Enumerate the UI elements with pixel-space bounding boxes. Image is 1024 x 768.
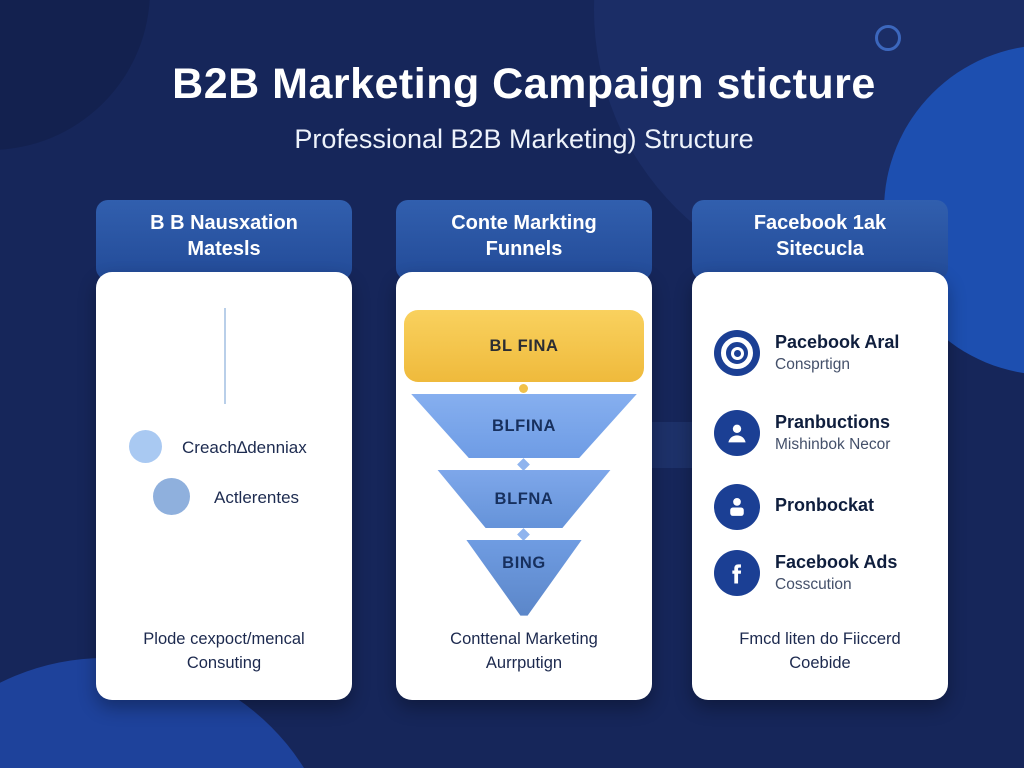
list-item: Creach∆denniax xyxy=(182,438,307,457)
caption-line2: Aurrputign xyxy=(485,653,563,672)
card-body: Pacebook Aral Consprtign Pranbuctions Mi… xyxy=(692,272,948,700)
channel-title: Pronbockat xyxy=(775,494,875,515)
funnel-segment-label: BLFNA xyxy=(494,489,554,508)
card-header-line1: Conte Markting xyxy=(451,212,597,235)
caption-line2: Coebide xyxy=(789,653,851,672)
channel-subtitle: Mishinbok Necor xyxy=(775,436,891,454)
list-item: Actlerentes xyxy=(214,488,300,507)
card-caption: Plode cexpoct/mencal Consuting xyxy=(96,628,352,676)
page-title: B2B Marketing Campaign sticture xyxy=(172,60,876,108)
card-header-line2: Funnels xyxy=(485,238,563,260)
page-header: B2B Marketing Campaign sticture Professi… xyxy=(0,60,1024,155)
person-icon xyxy=(714,410,760,456)
channel-row: Pacebook Aral Consprtign xyxy=(714,330,936,376)
card-caption: Fmcd liten do Fiiccerd Coebide xyxy=(692,628,948,676)
funnel-segment-label: BL FINA xyxy=(489,336,559,355)
card-marketing-funnel: Conte Markting Funnels BL FINA BLFINA BL… xyxy=(396,200,652,700)
channel-title: Pacebook Aral xyxy=(775,331,900,352)
card-header-line1: Facebook 1ak xyxy=(753,212,887,235)
channel-title: Facebook Ads xyxy=(775,551,898,572)
card-body: BL FINA BLFINA BLFNA BING Conttenal Mark… xyxy=(396,272,652,700)
card-header: Conte Markting Funnels xyxy=(396,200,652,280)
caption-line1: Fmcd liten do Fiiccerd xyxy=(739,630,901,648)
card-connector-band xyxy=(648,422,696,468)
channel-row: Pronbockat xyxy=(714,484,936,530)
funnel-connector-dot xyxy=(517,458,530,471)
target-icon xyxy=(714,330,760,376)
card-caption: Conttenal Marketing Aurrputign xyxy=(396,628,652,676)
card-navigation-materials: B B Nausxation Matesls Creach∆denniax Ac… xyxy=(96,200,352,700)
channel-row: Pranbuctions Mishinbok Necor xyxy=(714,410,936,456)
channel-row: Facebook Ads Cosscution xyxy=(714,550,936,596)
funnel-connector-dot xyxy=(517,528,530,541)
channel-title: Pranbuctions xyxy=(775,411,891,432)
card-header: B B Nausxation Matesls xyxy=(96,200,352,280)
caption-line1: Conttenal Marketing xyxy=(450,630,598,648)
bullet-circle-icon xyxy=(129,430,162,463)
card-header: Facebook 1ak Sitecucla xyxy=(692,200,948,280)
card-body: Creach∆denniax Actlerentes Plode cexpoct… xyxy=(96,272,352,700)
person-badge-icon xyxy=(714,484,760,530)
facebook-icon xyxy=(714,550,760,596)
bullet-circle-icon xyxy=(153,478,190,515)
funnel-segment-label: BING xyxy=(502,554,546,572)
caption-line2: Consuting xyxy=(186,653,262,672)
caption-line1: Plode cexpoct/mencal xyxy=(143,630,305,648)
funnel-segment-label: BLFINA xyxy=(491,416,557,435)
funnel-segment-1: BL FINA xyxy=(404,310,644,382)
funnel-segment-4: BING xyxy=(466,540,582,616)
card-header-line2: Matesls xyxy=(187,238,261,260)
funnel-segment-3: BLFNA xyxy=(437,470,611,528)
card-facebook-channels: Facebook 1ak Sitecucla Pacebook Aral Con… xyxy=(692,200,948,700)
decor-ring-icon xyxy=(875,25,901,51)
channel-subtitle: Cosscution xyxy=(775,576,852,594)
channel-subtitle: Consprtign xyxy=(775,356,850,374)
page-subtitle: Professional B2B Marketing) Structure xyxy=(294,124,754,154)
vertical-connector-line xyxy=(224,308,226,404)
card-header-line2: Sitecucla xyxy=(776,238,864,260)
funnel-connector-dot xyxy=(519,384,528,393)
card-header-line1: B B Nausxation xyxy=(150,212,298,235)
funnel-segment-2: BLFINA xyxy=(411,394,637,458)
